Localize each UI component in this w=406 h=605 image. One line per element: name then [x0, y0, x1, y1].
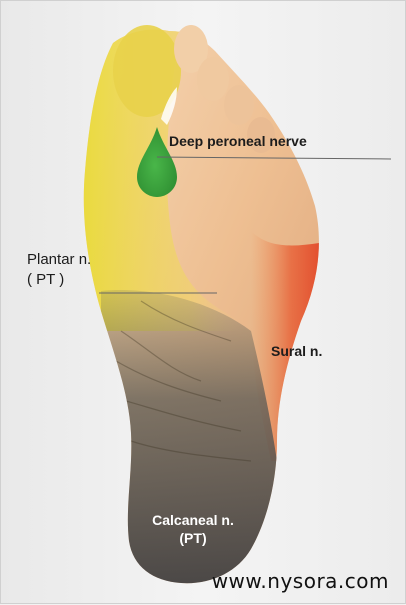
sural-label: Sural n. — [271, 343, 322, 360]
plantar-label-line1: Plantar n. — [27, 251, 91, 269]
source-watermark: www.nysora.com — [212, 569, 389, 593]
toe-4 — [224, 85, 254, 125]
toe-3 — [197, 57, 229, 101]
plantar-label-line2: ( PT ) — [27, 271, 64, 289]
deep-peroneal-label: Deep peroneal nerve — [169, 133, 307, 150]
calcaneal-label-line2: (PT) — [143, 529, 243, 547]
calcaneal-label-line1: Calcaneal n. — [143, 511, 243, 529]
